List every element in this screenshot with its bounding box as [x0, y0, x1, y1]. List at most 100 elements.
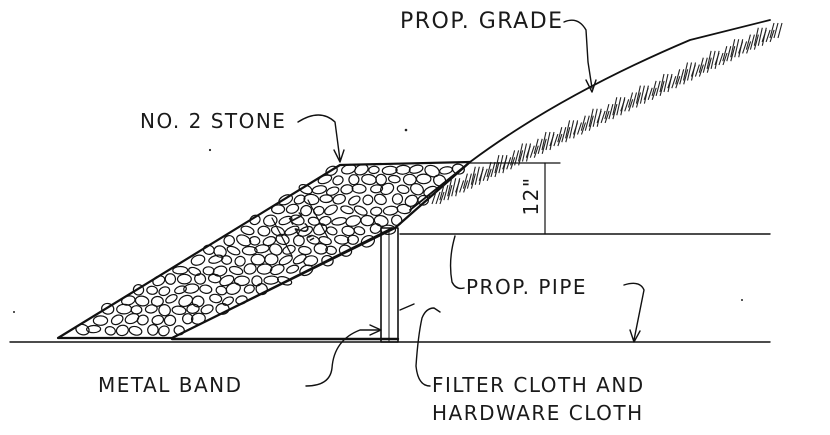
stone [136, 314, 149, 326]
stone [285, 203, 300, 214]
stone [417, 194, 429, 206]
hatch-stroke [757, 27, 763, 46]
hatch-stroke [553, 133, 559, 147]
stone [209, 293, 223, 304]
hatch-stroke [537, 138, 543, 154]
hatch-stroke [718, 52, 724, 66]
stone [293, 234, 305, 247]
stone [292, 253, 307, 265]
stone [410, 183, 424, 196]
stone [370, 184, 384, 194]
hatch-stroke [710, 50, 716, 70]
stone [263, 214, 278, 227]
stone [338, 244, 353, 257]
hatch-stroke [517, 143, 524, 162]
hatch-stroke [580, 122, 587, 135]
hatch-stroke [541, 131, 547, 151]
hatch-stroke [635, 92, 642, 108]
stone [146, 285, 158, 295]
stone [391, 214, 403, 226]
stone [298, 183, 313, 195]
hatch-stroke [459, 180, 465, 193]
filter-cloth-leader [415, 307, 441, 387]
speck [741, 299, 743, 301]
stone [368, 165, 380, 175]
stone [182, 313, 194, 325]
stone [243, 284, 255, 294]
stone [331, 216, 348, 226]
hatch-stroke [749, 34, 755, 50]
stone [183, 283, 200, 294]
stone [382, 205, 399, 216]
hatch-stroke [533, 145, 539, 158]
stone [128, 325, 143, 336]
stone [395, 164, 411, 175]
stone [361, 173, 377, 186]
hatch-stroke [533, 138, 539, 154]
hatch-stroke [604, 103, 610, 120]
hatch-stroke [580, 115, 586, 131]
hatch-stroke [702, 57, 708, 73]
hatch-stroke [565, 127, 571, 143]
hatch-stroke [494, 161, 500, 178]
hatch-stroke [521, 143, 528, 162]
stone [134, 295, 150, 307]
hatch-stroke [655, 80, 661, 97]
stone [404, 194, 419, 207]
hatch-stroke [745, 34, 751, 50]
hatch-stroke [588, 108, 594, 127]
stone [353, 226, 366, 236]
stone [158, 304, 171, 317]
hatch-stroke [529, 145, 535, 158]
stone [144, 304, 158, 314]
hatch-stroke [557, 127, 563, 143]
stone [278, 194, 294, 206]
stone [306, 234, 320, 245]
stone [194, 273, 207, 285]
stone [115, 324, 129, 337]
hatch-stroke [679, 69, 685, 85]
hatch-stroke [742, 41, 748, 54]
stone [313, 205, 325, 216]
hatch-stroke [572, 122, 579, 135]
stone [396, 203, 412, 215]
hatch-stroke [608, 103, 614, 120]
stone [408, 164, 424, 174]
hatch-stroke [675, 69, 681, 85]
hatch-stroke [722, 52, 728, 66]
prop-grade-leader [563, 19, 593, 89]
prop-pipe-leader-arrow [629, 329, 641, 343]
hatch-stroke [451, 178, 457, 197]
hatch-stroke [647, 87, 653, 100]
hatch-stroke [470, 173, 476, 189]
hatch-stroke [765, 29, 771, 43]
stone [104, 326, 116, 336]
stone [373, 193, 387, 206]
stone [190, 254, 206, 266]
stone [264, 253, 279, 266]
stone [165, 293, 178, 304]
stone [158, 286, 171, 297]
hatch-stroke [667, 76, 673, 89]
stone [101, 302, 115, 315]
hatch-stroke [769, 22, 775, 39]
stone [324, 204, 338, 216]
stone [340, 205, 354, 215]
hatch-stroke [694, 64, 700, 77]
stone [116, 303, 133, 315]
hatch-stroke [753, 34, 759, 50]
hatch-stroke [439, 191, 445, 205]
stone [158, 325, 170, 337]
stone [278, 215, 293, 226]
speck [208, 148, 212, 152]
hatch-stroke [628, 99, 634, 112]
stone [332, 193, 346, 205]
stone [86, 324, 102, 334]
slope-dimension-line-a [271, 217, 293, 257]
stone [174, 285, 187, 295]
hatch-stroke [773, 22, 779, 39]
stone [354, 163, 369, 176]
hatch-stroke [624, 99, 630, 112]
hatch-stroke [730, 39, 736, 58]
slope-dimension-line-b [307, 199, 329, 239]
